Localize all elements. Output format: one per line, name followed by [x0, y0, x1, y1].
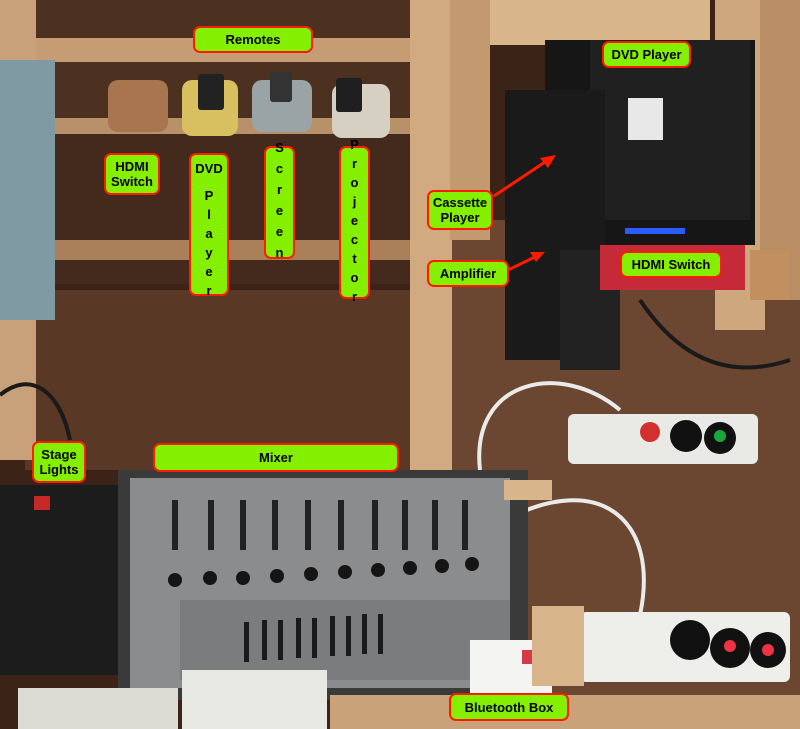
amplifier-arrow	[507, 254, 538, 272]
label-stage-lights: Stage Lights	[32, 441, 86, 483]
right-block	[750, 250, 790, 300]
cassette-arrowhead	[540, 155, 556, 168]
remote-device-2	[198, 74, 224, 110]
cable-black-2	[0, 382, 72, 441]
right-top-wall	[490, 0, 710, 45]
mixer-lower-faders	[244, 614, 383, 662]
label-projector: Projector	[339, 137, 370, 308]
arrows	[493, 155, 556, 272]
label-dvd-word: DVD	[195, 161, 223, 176]
remote-device-3	[270, 72, 292, 102]
plug-red-2	[724, 640, 736, 652]
mixer-lower-panel	[180, 600, 510, 680]
plug-green	[714, 430, 726, 442]
center-post	[410, 0, 452, 470]
cable-white-1	[477, 381, 622, 471]
lower-beam	[40, 240, 420, 260]
mixer-faders	[172, 500, 468, 550]
remote-device-4	[336, 78, 362, 112]
plug-black-1	[670, 420, 702, 452]
dvd-player-top	[590, 40, 750, 220]
label-screen: Screen	[264, 140, 295, 266]
stage-lights-controller	[0, 485, 128, 675]
front-panel-mid	[182, 670, 327, 729]
label-mixer: Mixer	[153, 443, 399, 472]
wood-block	[532, 606, 584, 686]
label-hdmi-switch-left: HDMI Switch	[104, 153, 160, 195]
label-cassette-player: Cassette Player	[427, 190, 493, 230]
stage-lights-red-button	[34, 496, 50, 510]
label-hdmi-switch-right: HDMI Switch	[620, 251, 722, 278]
plug-red-3	[762, 644, 774, 656]
label-bluetooth-box: Bluetooth Box	[449, 693, 569, 721]
front-panel-left	[18, 688, 178, 729]
label-player-word: Player	[201, 188, 217, 302]
remote-pocket-3	[252, 80, 312, 132]
cable-black-1	[638, 298, 791, 370]
left-cabinet-floor	[25, 290, 420, 470]
blue-light	[625, 228, 685, 234]
label-dvd-player-top: DVD Player	[602, 41, 691, 68]
label-dvd-player-vertical: DVD Player	[189, 153, 229, 302]
plug-red-1	[640, 422, 660, 442]
cassette-arrow	[493, 158, 549, 198]
mixer-knobs	[168, 557, 479, 587]
label-remotes: Remotes	[193, 26, 313, 53]
label-amplifier: Amplifier	[427, 260, 509, 287]
amplifier-arrowhead	[530, 252, 545, 262]
dvd-sticker	[628, 98, 663, 140]
remote-pocket-1	[108, 80, 168, 132]
cable-white-2	[504, 498, 646, 616]
wood-wedge	[504, 480, 552, 500]
left-door	[0, 60, 55, 320]
plug-black-3	[670, 620, 710, 660]
